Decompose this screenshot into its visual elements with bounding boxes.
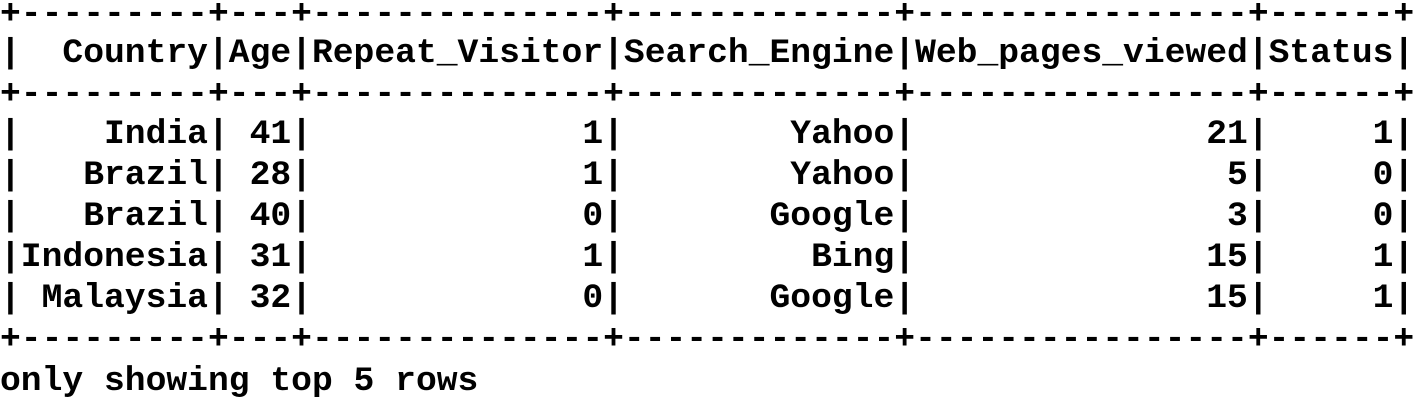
table-row: | Malaysia| 32| 0| Google| 15| 1| [0, 279, 1415, 318]
table-header-row: | Country|Age|Repeat_Visitor|Search_Engi… [0, 34, 1415, 73]
table-border-bottom: +---------+---+--------------+----------… [0, 320, 1415, 359]
table-row: | Brazil| 28| 1| Yahoo| 5| 0| [0, 156, 1415, 195]
table-border-top: +---------+---+--------------+----------… [0, 0, 1415, 34]
footer-note: only showing top 5 rows [0, 362, 479, 401]
table-row: | Brazil| 40| 0| Google| 3| 0| [0, 197, 1415, 236]
table-row: |Indonesia| 31| 1| Bing| 15| 1| [0, 238, 1415, 277]
table-border-header: +---------+---+--------------+----------… [0, 75, 1415, 114]
table-row: | India| 41| 1| Yahoo| 21| 1| [0, 115, 1415, 154]
